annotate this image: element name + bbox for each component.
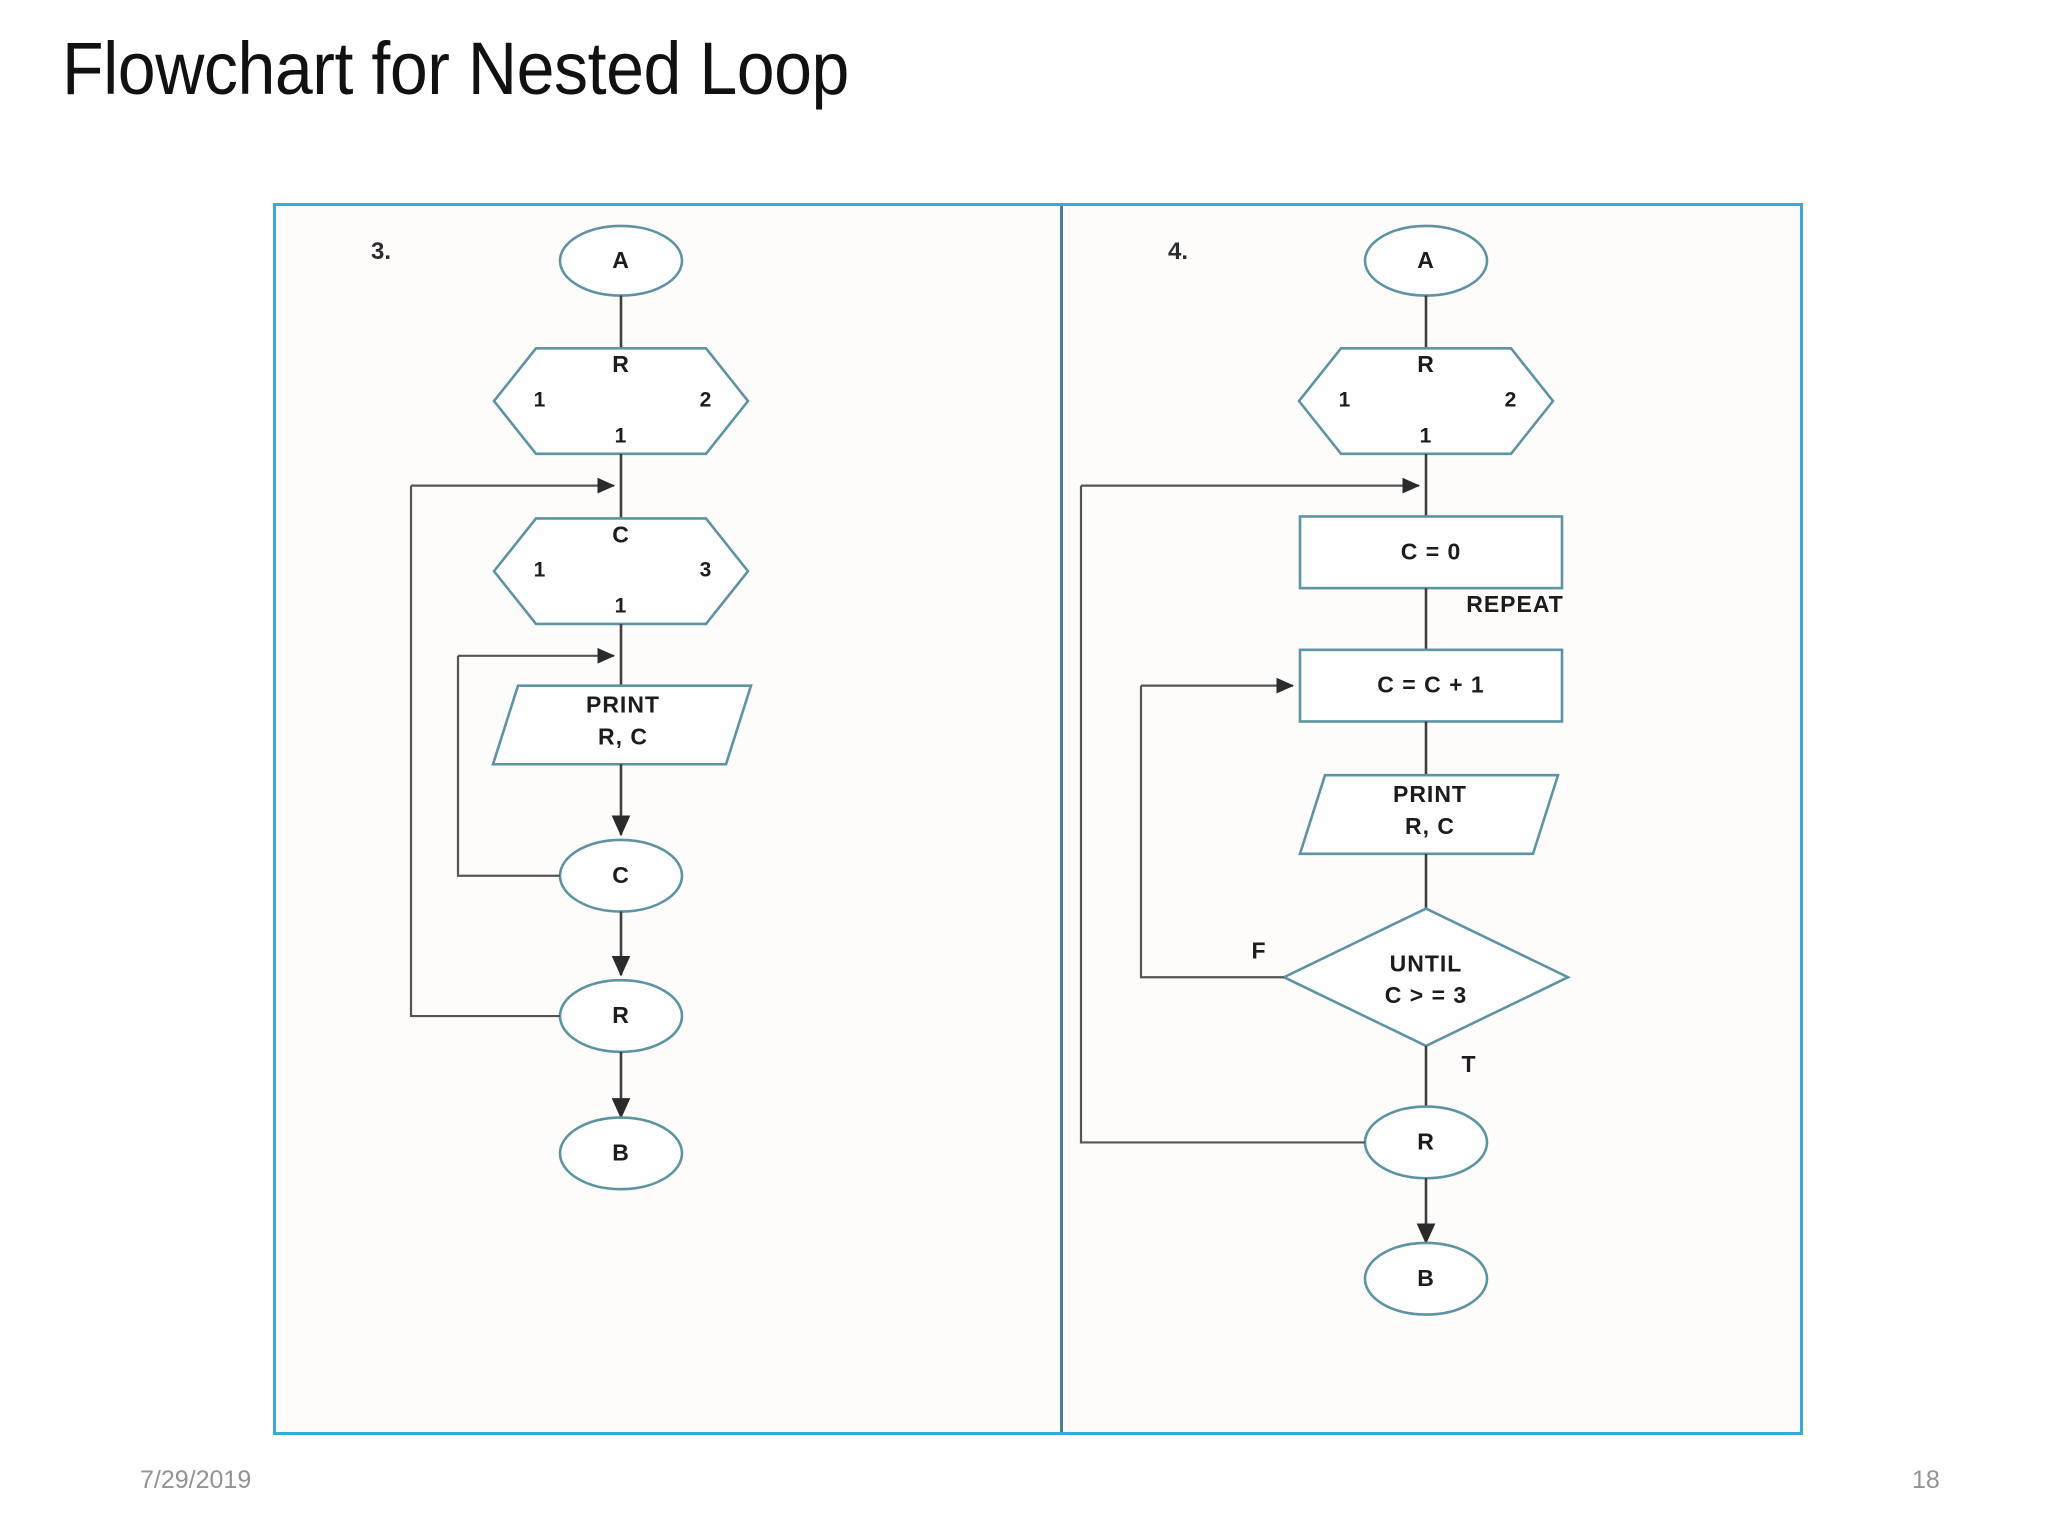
node-inner-loop-hexagon (492, 517, 750, 626)
node-outer-next-label: R (1417, 1129, 1435, 1155)
repeat-label: REPEAT (1466, 591, 1564, 617)
node-start-label: A (1417, 247, 1435, 273)
node-start-ellipse (1363, 224, 1489, 297)
node-inner-loop-step: 1 (615, 595, 628, 618)
node-outer-loop-start: 1 (1339, 389, 1352, 412)
node-outer-loop-start: 1 (534, 389, 547, 412)
node-end-label: B (1417, 1265, 1435, 1291)
node-condition-diamond (1281, 907, 1571, 1048)
edge-outer-loopback-path (409, 485, 560, 1018)
node-increment-rect (1298, 648, 1564, 723)
node-print-line2: R, C (1405, 813, 1455, 839)
node-start-ellipse (558, 224, 684, 297)
node-init-label: C = 0 (1401, 538, 1462, 564)
panel-number-left: 3. (371, 238, 392, 265)
edge-condition-false-path (1139, 685, 1284, 979)
node-outer-loop-hexagon (492, 347, 750, 456)
flowchart-right-svg: A R 1 2 1 C = 0 REPEAT C = C + 1 (1079, 224, 1571, 1316)
node-inner-loop-variable: C (612, 521, 630, 547)
condition-true-label: T (1461, 1051, 1476, 1077)
footer-date: 7/29/2019 (140, 1466, 252, 1494)
node-end-label: B (612, 1139, 630, 1165)
node-outer-loop-step: 1 (615, 424, 628, 447)
node-outer-loop-end: 2 (1505, 389, 1518, 412)
edge-outer-loopback-path (1079, 485, 1365, 1144)
node-print-parallelogram (1298, 773, 1560, 856)
flowchart-panel-repeat-until: 4. A R 1 2 1 C = 0 (1063, 206, 1803, 1432)
flowchart-panel-nested-for: 3. A R 1 2 1 C 1 (276, 206, 1060, 1432)
node-print-parallelogram (491, 684, 753, 766)
node-outer-loop-variable: R (612, 351, 630, 377)
page-title: Flowchart for Nested Loop (62, 27, 849, 110)
node-inner-next-label: C (612, 862, 630, 888)
node-outer-next-label: R (612, 1002, 630, 1028)
node-init-rect (1298, 515, 1564, 590)
diagram-frame: 3. A R 1 2 1 C 1 (273, 203, 1803, 1435)
node-outer-loop-end: 2 (700, 389, 713, 412)
node-print-line2: R, C (598, 723, 648, 749)
node-outer-loop-step: 1 (1420, 424, 1433, 447)
node-end-ellipse (558, 1116, 684, 1191)
condition-false-label: F (1251, 937, 1266, 963)
node-condition-line2: C > = 3 (1385, 982, 1467, 1008)
node-end-ellipse (1363, 1241, 1489, 1316)
node-start-label: A (612, 247, 630, 273)
node-outer-loop-hexagon (1297, 347, 1555, 456)
node-outer-loop-variable: R (1417, 351, 1435, 377)
flowchart-left-svg: A R 1 2 1 C 1 3 1 PRINT (409, 224, 753, 1191)
panel-divider (1060, 206, 1063, 1432)
node-inner-loop-start: 1 (534, 559, 547, 582)
node-print-line1: PRINT (586, 692, 660, 718)
node-increment-label: C = C + 1 (1377, 672, 1484, 698)
panel-number-right: 4. (1168, 238, 1189, 265)
node-condition-line1: UNTIL (1390, 950, 1463, 976)
edge-inner-loopback-path (456, 655, 560, 877)
node-print-line1: PRINT (1393, 781, 1467, 807)
footer-page-number: 18 (1912, 1466, 1940, 1494)
node-inner-loop-end: 3 (700, 559, 713, 582)
